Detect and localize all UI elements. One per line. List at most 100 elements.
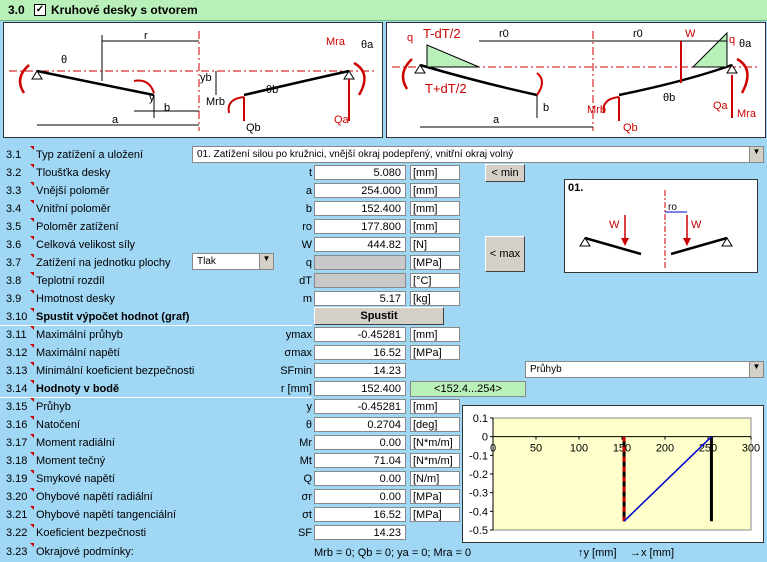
preview-drawing: W W ro	[579, 190, 733, 268]
row-value[interactable]	[314, 255, 406, 270]
row-symbol: ro	[302, 221, 312, 233]
row-label: Vnitřní poloměr	[36, 203, 111, 215]
row-label: Vnější poloměr	[36, 185, 110, 197]
comment-marker-icon	[30, 254, 34, 258]
section-header: 3.0 ✓ Kruhové desky s otvorem	[0, 0, 767, 21]
row-value[interactable]: 152.400	[314, 381, 406, 396]
row-number: 3.16	[6, 419, 28, 431]
pressure-value: Tlak	[197, 256, 216, 267]
label-t-plus: T+dT/2	[425, 81, 467, 96]
max-button[interactable]: < max	[485, 236, 525, 272]
row-symbol: SF	[297, 527, 312, 539]
graph-select[interactable]: Průhyb ▼	[525, 361, 764, 378]
row-unit: [MPa]	[410, 507, 460, 522]
chevron-down-icon[interactable]: ▼	[749, 362, 763, 377]
row-number: 3.2	[6, 167, 22, 179]
chevron-down-icon[interactable]: ▼	[259, 254, 273, 269]
x-tick-label: 50	[530, 443, 542, 455]
row-label: Moment radiální	[36, 437, 115, 449]
comment-marker-icon	[30, 416, 34, 420]
row-number: 3.13	[6, 365, 28, 377]
row-symbol: a	[305, 185, 312, 197]
row-separator	[0, 397, 312, 398]
row-unit: [mm]	[410, 327, 460, 342]
row-unit: [mm]	[410, 399, 460, 414]
load-preview: 01. W W ro	[564, 179, 758, 273]
row-number: 3.9	[6, 293, 22, 305]
row-unit: [°C]	[410, 273, 460, 288]
row-value[interactable]	[314, 273, 406, 288]
preview-w-left: W	[609, 219, 620, 231]
section-checkbox[interactable]: ✓	[34, 4, 46, 16]
row-unit: [mm]	[410, 219, 460, 234]
comment-marker-icon	[30, 524, 34, 528]
range-indicator: <152.4...254>	[410, 381, 526, 397]
label-qb-2: Qb	[623, 122, 638, 134]
row-number: 3.5	[6, 221, 22, 233]
section-number: 3.0	[8, 3, 25, 17]
graph-value: Průhyb	[530, 364, 562, 375]
label-qa: Qa	[334, 114, 350, 126]
label-a-2: a	[493, 114, 500, 126]
label-w: W	[685, 28, 696, 40]
diagram-plate-geometry: r θ y yb b a Mrb Qb θb Mra θa Qa	[3, 22, 383, 138]
row-number: 3.3	[6, 185, 22, 197]
label-thetab-2: θb	[663, 92, 675, 104]
label-r0-right: r0	[633, 28, 643, 40]
boundary-conditions: Mrb = 0; Qb = 0; ya = 0; Mra = 0	[314, 547, 472, 559]
row-value[interactable]: 254.000	[314, 183, 406, 198]
row-label: Smykové napětí	[36, 473, 115, 485]
row-value: 14.23	[314, 525, 406, 540]
comment-marker-icon	[30, 326, 34, 330]
y-axis-note: ↑y [mm]	[578, 547, 617, 559]
row-value[interactable]: 177.800	[314, 219, 406, 234]
row-value: 5.17	[314, 291, 406, 306]
chevron-down-icon[interactable]: ▼	[749, 147, 763, 162]
row-symbol: Mr	[299, 437, 312, 449]
row-value: 16.52	[314, 507, 406, 522]
row-label: Okrajové podmínky:	[36, 546, 134, 558]
row-number: 3.21	[6, 509, 28, 521]
row-symbol: Q	[303, 473, 312, 485]
row-value[interactable]: 444.82	[314, 237, 406, 252]
preview-w-right: W	[691, 219, 702, 231]
label-mra: Mra	[326, 36, 346, 48]
row-symbol: ymax	[285, 329, 312, 341]
row-label: Teplotní rozdíl	[36, 275, 105, 287]
run-button[interactable]: Spustit	[314, 307, 444, 325]
section-title: Kruhové desky s otvorem	[51, 3, 198, 17]
label-qb: Qb	[246, 122, 261, 134]
row-label: Natočení	[36, 419, 81, 431]
row-number: 3.18	[6, 455, 28, 467]
row-symbol: q	[305, 257, 312, 269]
row-value[interactable]: 5.080	[314, 165, 406, 180]
y-tick-label: -0.4	[469, 506, 488, 518]
comment-marker-icon	[30, 290, 34, 294]
row-label: Ohybové napětí tangenciální	[36, 509, 177, 521]
series-line	[623, 436, 712, 522]
label-r0-left: r0	[499, 28, 509, 40]
load-type-select[interactable]: 01. Zatížení silou po kružnici, vnější o…	[192, 146, 764, 163]
row-separator	[0, 325, 312, 326]
label-yb: yb	[200, 72, 212, 84]
row-value: 16.52	[314, 345, 406, 360]
row-label: Koeficient bezpečnosti	[36, 527, 147, 539]
row-unit: [MPa]	[410, 489, 460, 504]
label-y: y	[149, 92, 155, 104]
label-qa-2: Qa	[713, 100, 729, 112]
label-mrb-2: Mrb	[587, 104, 606, 116]
pressure-select[interactable]: Tlak ▼	[192, 253, 274, 270]
row-symbol: σt	[302, 509, 312, 521]
row-value[interactable]: 152.400	[314, 201, 406, 216]
min-button[interactable]: < min	[485, 164, 525, 182]
